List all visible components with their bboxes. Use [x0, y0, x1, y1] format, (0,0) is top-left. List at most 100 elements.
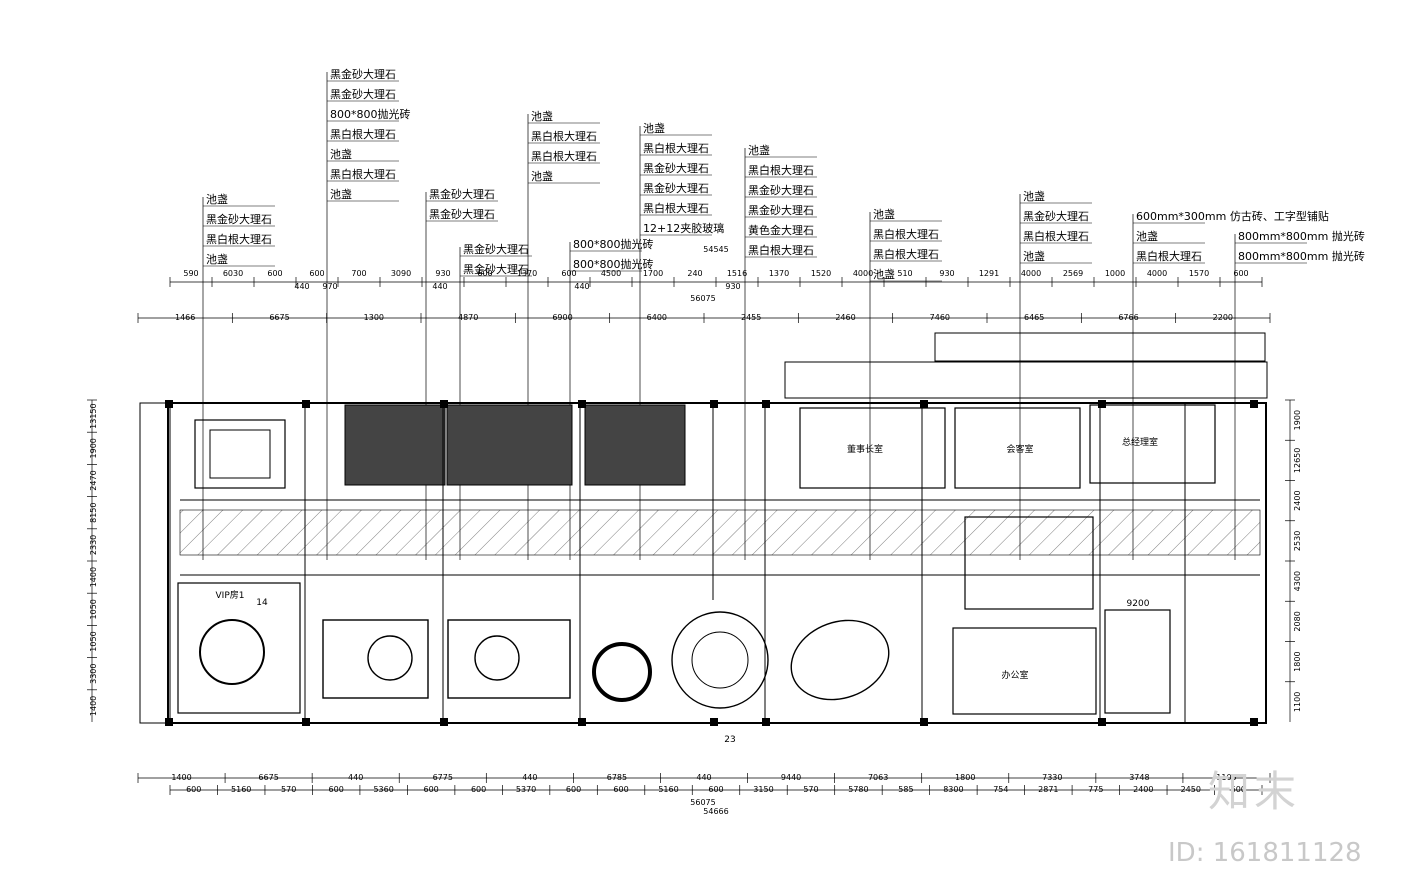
material-callout-label: 池盏 [748, 143, 770, 157]
dimension-label: 600 [309, 269, 324, 278]
dimension-label: 12650 [1293, 448, 1302, 473]
dimension-label: 6675 [269, 313, 289, 322]
dimension-label: 6900 [552, 313, 572, 322]
dimension-label: 510 [897, 269, 912, 278]
dimension-label: 440 [574, 282, 589, 291]
round-table-2 [367, 635, 413, 681]
dimension-label: 4500 [601, 269, 621, 278]
material-callout-label: 800*800抛光砖 [330, 107, 411, 121]
material-callout-label: 黑金砂大理石 [429, 207, 495, 221]
dimension-label: 6465 [1024, 313, 1044, 322]
material-callout-layer: 池盏黑金砂大理石黑白根大理石池盏黑金砂大理石黑金砂大理石800*800抛光砖黑白… [202, 67, 1365, 560]
dimension-label: 1466 [175, 313, 195, 322]
dimension-label: 600 [267, 269, 282, 278]
material-callout-label: 黑白根大理石 [748, 163, 814, 177]
dimension-label: 7330 [1042, 773, 1062, 782]
dimension-label: 4000 [1021, 269, 1041, 278]
dimension-label: 6785 [607, 773, 627, 782]
dimension-label: 1900 [89, 438, 98, 458]
material-callout-label: 600mm*300mm 仿古砖、工字型铺贴 [1136, 209, 1329, 223]
room-label-office1: 董事长室 [847, 443, 883, 455]
dimension-label: 1050 [89, 599, 98, 619]
dimension-label: 1370 [769, 269, 789, 278]
material-callout-label: 池盏 [643, 121, 665, 135]
dimension-label: 1800 [955, 773, 975, 782]
room-label-office3: 总经理室 [1122, 436, 1158, 448]
dimension-label: 3300 [89, 664, 98, 684]
dimension-label: 5160 [231, 785, 251, 794]
material-callout-label: 黑金砂大理石 [330, 87, 396, 101]
dimension-label: 1516 [727, 269, 747, 278]
material-callout-label: 黑白根大理石 [873, 247, 939, 261]
material-callout-label: 800mm*800mm 抛光砖 [1238, 249, 1365, 263]
material-callout-label: 黑金砂大理石 [429, 187, 495, 201]
dimension-label: 1400 [89, 696, 98, 716]
dimension-label: 1100 [1216, 773, 1236, 782]
dimension-label: 1100 [1293, 692, 1302, 712]
watermark-logo: 知末 [1208, 767, 1301, 816]
dimension-label: 6675 [258, 773, 278, 782]
office-room-4 [952, 627, 1097, 715]
dimension-total: 56075 [690, 294, 715, 303]
dimension-label: 700 [351, 269, 366, 278]
partitions [180, 403, 1260, 723]
stair-room [1104, 609, 1171, 714]
dimension-label: 4870 [458, 313, 478, 322]
hatched-room-2 [446, 404, 573, 486]
material-callout-label: 黑白根大理石 [873, 227, 939, 241]
spiral-stair-inner [691, 631, 749, 689]
material-callout-label: 池盏 [1023, 189, 1045, 203]
material-callout-label: 黑金砂大理石 [206, 212, 272, 226]
material-callout-label: 黑金砂大理石 [330, 67, 396, 81]
material-callout-label: 800mm*800mm 抛光砖 [1238, 229, 1365, 243]
office-room-3 [1089, 404, 1216, 484]
dimension-label: 600 [1231, 785, 1246, 794]
vip-room [177, 582, 301, 714]
room-label-markA: 14 [256, 598, 268, 608]
dimension-label: 2470 [89, 470, 98, 490]
material-callout-label: 池盏 [206, 252, 228, 266]
dimension-label: 3748 [1129, 773, 1149, 782]
material-callout-label: 黄色金大理石 [748, 223, 814, 237]
spiral-stair [671, 611, 769, 709]
dimension-label: 2450 [1181, 785, 1201, 794]
dimension-label: 8300 [943, 785, 963, 794]
oval-room [790, 619, 890, 701]
dimension-total: 56075 [690, 798, 715, 807]
dimension-label: 2455 [741, 313, 761, 322]
material-callout-label: 黑金砂大理石 [463, 262, 529, 276]
dimension-label: 2569 [1063, 269, 1083, 278]
dimension-label: 600 [186, 785, 201, 794]
dimension-label: 1570 [1189, 269, 1209, 278]
columns [165, 400, 1258, 726]
dimension-label: 585 [898, 785, 913, 794]
dimension-label: 5370 [516, 785, 536, 794]
dimension-label: 5160 [658, 785, 678, 794]
round-table-1 [199, 619, 265, 685]
dimension-label: 4300 [1293, 571, 1302, 591]
dimension-label: 8150 [89, 503, 98, 523]
dining-room-2 [447, 619, 571, 699]
dimension-label: 6400 [647, 313, 667, 322]
dimension-label: 600 [566, 785, 581, 794]
material-callout-label: 黑白根大理石 [531, 149, 597, 163]
material-callout-label: 800*800抛光砖 [573, 237, 654, 251]
room-label-markB: 23 [724, 735, 735, 745]
corridor [179, 509, 1261, 556]
dimension-label: 240 [687, 269, 702, 278]
dimension-label: 7460 [930, 313, 950, 322]
dimension-label: 4000 [1147, 269, 1167, 278]
dimension-label: 1300 [364, 313, 384, 322]
dimension-total: 54545 [703, 245, 728, 254]
material-callout-label: 800*800抛光砖 [573, 257, 654, 271]
dining-room-1 [322, 619, 429, 699]
hall-room [964, 516, 1094, 610]
material-callout-label: 黑金砂大理石 [748, 203, 814, 217]
dimension-label: 2200 [1213, 313, 1233, 322]
dimension-label: 2330 [89, 535, 98, 555]
material-callout-label: 池盏 [206, 192, 228, 206]
hatched-room-3 [584, 404, 686, 486]
dimension-label: 3150 [753, 785, 773, 794]
material-callout-label: 黑金砂大理石 [643, 181, 709, 195]
